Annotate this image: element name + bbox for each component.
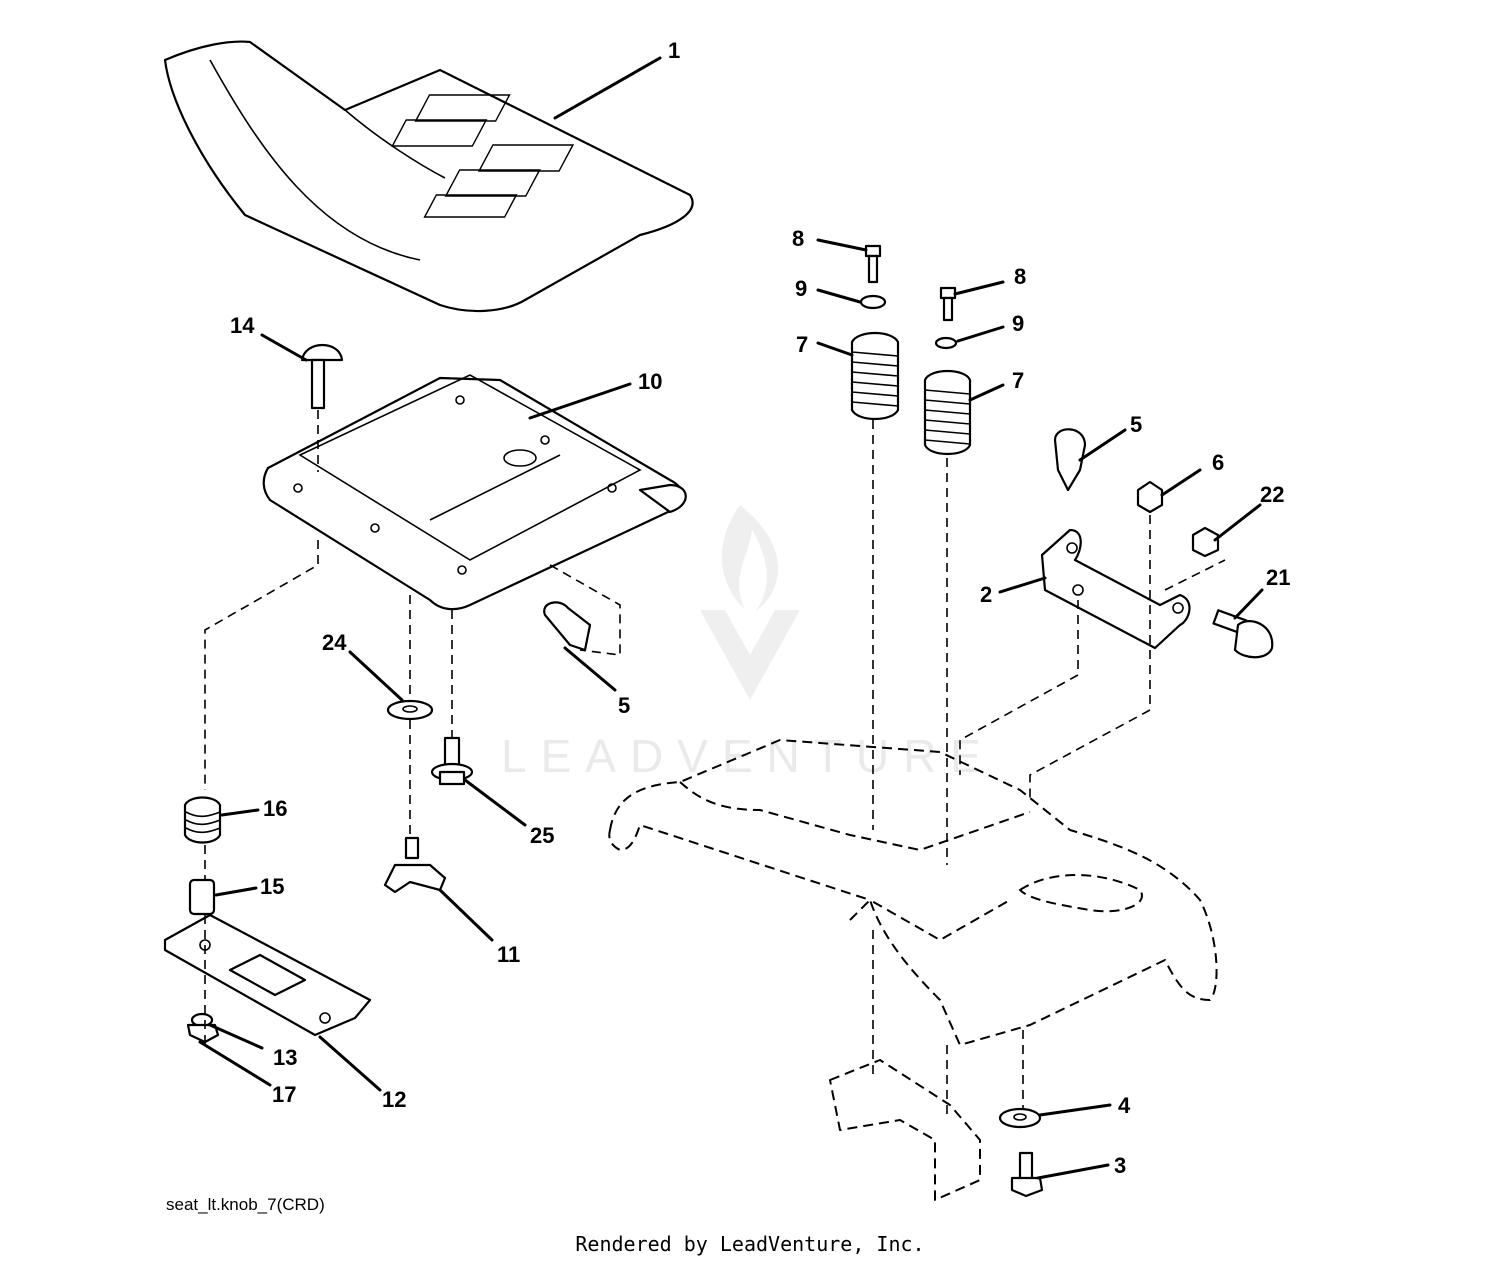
part-bracket [1040, 528, 1191, 650]
callout-25: 25 [530, 823, 554, 848]
part-shoulder-bolt [430, 736, 474, 786]
callout-5-left: 5 [618, 693, 630, 718]
callout-5-right: 5 [1130, 412, 1142, 437]
callout-24: 24 [322, 630, 347, 655]
part-clip-right [1053, 428, 1087, 492]
part-washer-24 [386, 699, 434, 721]
part-bolt-21 [1212, 609, 1274, 659]
callout-3: 3 [1114, 1153, 1126, 1178]
part-nut-22 [1191, 526, 1220, 558]
callout-11: 11 [497, 942, 520, 967]
callout-7-left: 7 [796, 332, 808, 357]
callout-15: 15 [260, 874, 284, 899]
part-bolt-3 [1010, 1151, 1044, 1198]
part-bushing [188, 878, 216, 916]
tractor-frame-dashed [608, 739, 1218, 1201]
callout-22: 22 [1260, 482, 1284, 507]
part-stack-left [850, 244, 900, 421]
callout-17: 17 [272, 1082, 296, 1107]
part-carriage-bolt [300, 344, 344, 472]
part-stack-right [923, 286, 972, 456]
callout-8-right: 8 [1014, 264, 1026, 289]
part-seat [163, 40, 694, 313]
leadventure-watermark: LEADVENTURE [501, 505, 995, 782]
callout-9-left: 9 [795, 276, 807, 301]
part-clip-left [543, 601, 592, 652]
callout-16: 16 [263, 796, 287, 821]
part-seat-pan [262, 374, 687, 611]
callout-2: 2 [980, 582, 992, 607]
callout-9-right: 9 [1012, 311, 1024, 336]
part-washer-4 [998, 1107, 1042, 1129]
diagram-code-label: seat_lt.knob_7(CRD) [166, 1195, 325, 1214]
callout-12: 12 [382, 1087, 406, 1112]
alignment-lines [204, 420, 1226, 1120]
callout-13: 13 [273, 1045, 297, 1070]
part-seat-plate [163, 913, 372, 1037]
callout-leaders [198, 56, 1264, 1180]
callout-6: 6 [1212, 450, 1224, 475]
callout-10: 10 [638, 369, 662, 394]
callout-4: 4 [1118, 1093, 1131, 1118]
callout-7-right: 7 [1012, 368, 1024, 393]
callout-21: 21 [1266, 565, 1290, 590]
callout-1: 1 [668, 38, 680, 63]
watermark-text: LEADVENTURE [501, 730, 995, 782]
footer-credit: Rendered by LeadVenture, Inc. [575, 1232, 925, 1256]
part-nut-6 [1136, 480, 1164, 514]
part-spring-16 [183, 796, 222, 844]
callout-8-left: 8 [792, 226, 804, 251]
callout-14: 14 [230, 313, 255, 338]
part-seat-knob [383, 836, 447, 894]
callout-numbers: 1 2 3 4 5 5 6 7 7 8 8 9 9 10 11 12 13 14… [230, 38, 1290, 1178]
